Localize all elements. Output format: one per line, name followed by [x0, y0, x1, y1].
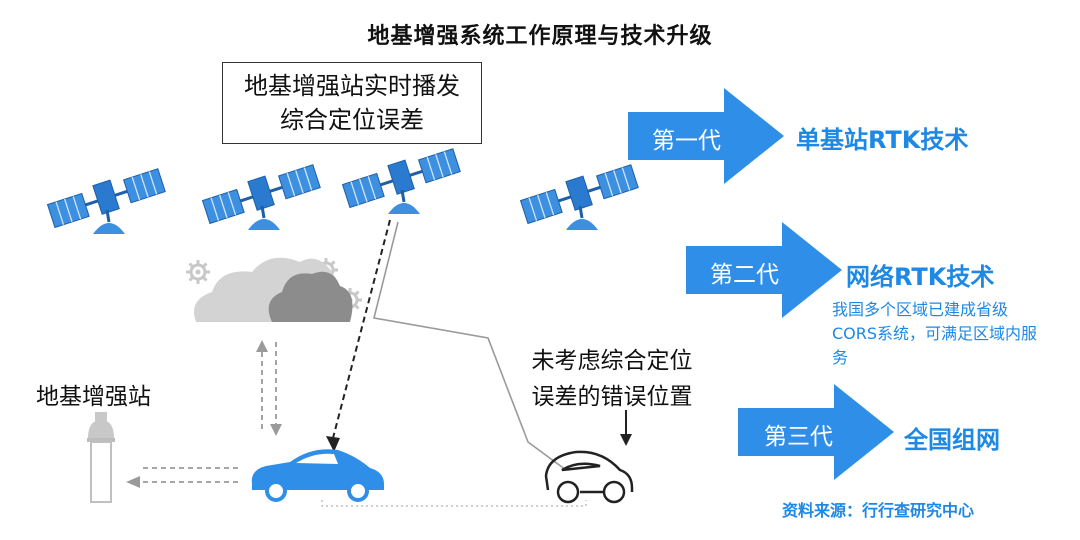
generation-badge-1: 第一代: [652, 128, 721, 154]
satellite-icon: [199, 159, 323, 232]
generation-arrow-2: [686, 222, 842, 318]
satellite-signal-line: [332, 219, 391, 439]
satellite-icon: [339, 143, 463, 216]
generation-arrow-1: [628, 88, 784, 184]
wrong-signal-line: [373, 221, 567, 471]
generation-badge-2: 第二代: [710, 262, 779, 288]
broadcast-line-2: 综合定位误差: [280, 106, 424, 134]
cloud-car-link: [261, 342, 277, 432]
car-station-link: [140, 467, 238, 483]
car-outline-icon: [544, 450, 634, 504]
cloud-icon: [194, 257, 353, 322]
generation-title-3: 全国组网: [904, 426, 1000, 454]
wrong-position-label: 未考虑综合定位 误差的错误位置: [512, 343, 712, 415]
generation-arrow-3: [738, 384, 894, 480]
arrow-head: [270, 424, 282, 436]
broadcast-line-1: 地基增强站实时播发: [244, 72, 460, 100]
broadcast-info-box: 地基增强站实时播发 综合定位误差: [222, 62, 482, 144]
car-icon: [251, 449, 384, 502]
generation-title-2: 网络RTK技术: [846, 263, 995, 291]
arrow-head: [620, 434, 632, 446]
satellite-icon: [44, 163, 168, 236]
arrow-head: [126, 476, 140, 488]
gear-icon: [184, 258, 212, 286]
generation-desc-2: 我国多个区域已建成省级CORS系统，可满足区域内服务: [832, 300, 1038, 367]
page-title: 地基增强系统工作原理与技术升级: [367, 24, 713, 49]
generation-title-1: 单基站RTK技术: [796, 126, 969, 154]
generation-badge-3: 第三代: [764, 424, 833, 450]
wrong-position-line-2: 误差的错误位置: [531, 384, 693, 410]
ground-station-label: 地基增强站: [36, 384, 151, 410]
wrong-position-line-1: 未考虑综合定位: [531, 348, 693, 374]
ground-station-icon: [87, 412, 115, 503]
satellite-icon: [517, 159, 641, 232]
source-note: 资料来源：行行查研究中心: [782, 501, 975, 520]
arrow-head: [326, 436, 340, 452]
arrow-head: [256, 340, 268, 352]
